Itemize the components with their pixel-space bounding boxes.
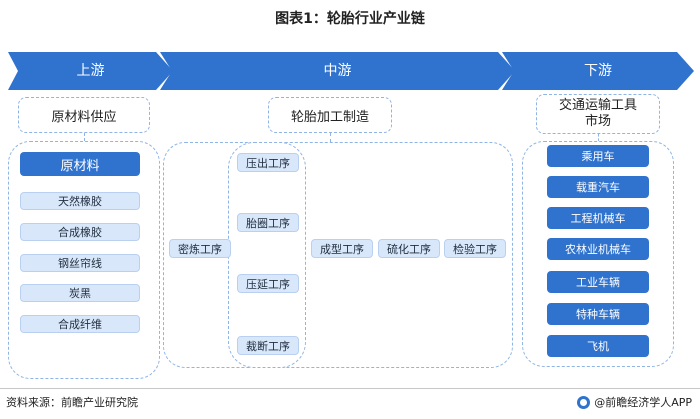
stage-upstream-label: 上游 [76,63,105,79]
process-parallel: 压延工序 [237,274,299,293]
process-vulcanizing: 硫化工序 [378,239,440,258]
market-item: 特种车辆 [547,303,649,325]
footer-brand-text: @前瞻经济学人APP [594,396,692,409]
parallel-process-group [228,142,306,368]
market-item: 飞机 [547,335,649,357]
raw-material-item: 天然橡胶 [20,192,140,210]
market-item: 载重汽车 [547,176,649,198]
raw-material-title: 原材料 [20,152,140,176]
downstream-connector [598,134,599,141]
upstream-header: 原材料供应 [18,97,150,133]
page-title: 图表1：轮胎行业产业链 [275,11,425,27]
footer-source: 资料来源：前瞻产业研究院 [6,396,138,409]
market-item: 工业车辆 [547,271,649,293]
stage-midstream-label: 中游 [323,63,352,79]
brand-logo-icon [577,395,591,409]
downstream-header: 交通运输工具 市场 [536,94,660,134]
process-inspection: 检验工序 [444,239,506,258]
market-item: 农林业机械车 [547,238,649,260]
raw-material-item: 炭黑 [20,284,140,302]
process-parallel: 胎圈工序 [237,213,299,232]
stage-midstream: 中游 [160,52,515,90]
stage-downstream: 下游 [502,52,694,90]
footer-divider [0,388,700,389]
stage-upstream: 上游 [8,52,173,90]
process-parallel: 裁断工序 [237,336,299,355]
stage-upstream-arrow [8,52,173,90]
market-item: 乘用车 [547,145,649,167]
process-forming: 成型工序 [311,239,373,258]
process-parallel: 压出工序 [237,153,299,172]
stage-downstream-label: 下游 [584,63,612,79]
raw-material-item: 合成纤维 [20,315,140,333]
midstream-connector [330,133,331,142]
stage-downstream-arrow [502,52,694,90]
process-mixing: 密炼工序 [169,239,231,258]
footer-brand: @前瞻经济学人APP [577,394,692,410]
raw-material-item: 钢丝帘线 [20,254,140,272]
midstream-header: 轮胎加工制造 [268,97,392,133]
upstream-connector [84,133,85,141]
raw-material-item: 合成橡胶 [20,223,140,241]
stage-midstream-arrow [160,52,515,90]
market-item: 工程机械车 [547,207,649,229]
